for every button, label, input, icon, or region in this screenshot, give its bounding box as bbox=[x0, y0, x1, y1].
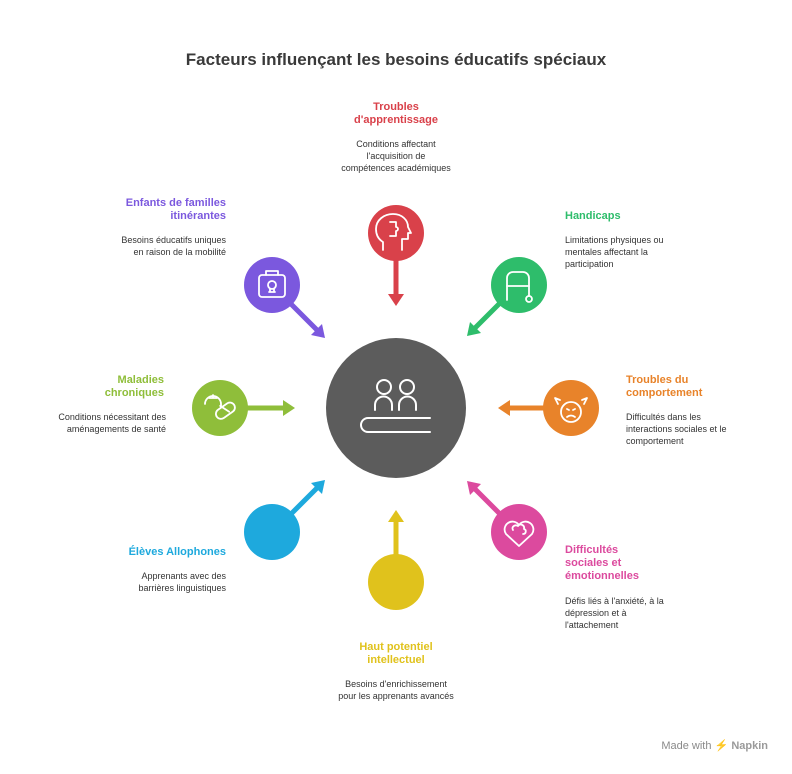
factor-desc-haut-potentiel: Besoins d'enrichissement pour les appren… bbox=[338, 679, 454, 701]
factor-troubles-apprentissage bbox=[368, 205, 424, 306]
factor-desc-eleves-allophones: Apprenants avec des barrières linguistiq… bbox=[138, 571, 226, 593]
factor-title-familles-itinerantes: Enfants de familles itinérantes bbox=[125, 197, 226, 222]
factor-desc-familles-itinerantes: Besoins éducatifs uniques en raison de l… bbox=[121, 235, 226, 257]
factor-title-maladies-chroniques: Maladies chroniques bbox=[104, 374, 164, 399]
factor-haut-potentiel bbox=[368, 510, 424, 610]
factor-eleves-allophones bbox=[244, 480, 325, 560]
people-reading-icon bbox=[360, 379, 431, 433]
factor-desc-maladies-chroniques: Conditions nécessitant des aménagements … bbox=[58, 412, 166, 434]
factor-maladies-chroniques bbox=[192, 380, 295, 436]
travel-bag-icon bbox=[258, 270, 286, 298]
factor-title-troubles-comportement: Troubles du comportement bbox=[626, 374, 703, 399]
upset-face-icon bbox=[554, 397, 588, 423]
factor-title-haut-potentiel: Haut potentiel intellectuel bbox=[359, 641, 433, 666]
puzzle-head-icon bbox=[375, 213, 412, 251]
factor-title-difficultes-sociales: Difficultés sociales et émotionnelles bbox=[565, 544, 639, 582]
factor-title-eleves-allophones: Élèves Allophones bbox=[128, 546, 226, 558]
factor-desc-handicaps: Limitations physiques ou mentales affect… bbox=[565, 235, 664, 269]
brand-watermark: Made with ⚡ Napkin bbox=[661, 739, 768, 752]
factor-desc-difficultes-sociales: Défis liés à l'anxiété, à la dépression … bbox=[565, 596, 664, 630]
diagram-title: Facteurs influençant les besoins éducati… bbox=[185, 50, 607, 69]
factor-title-troubles-apprentissage: Troubles d'apprentissage bbox=[354, 101, 438, 126]
factor-desc-troubles-apprentissage: Conditions affectant l'acquisition de co… bbox=[341, 139, 451, 173]
pill-alert-icon bbox=[204, 394, 236, 420]
factor-familles-itinerantes bbox=[244, 257, 325, 338]
walker-icon bbox=[506, 271, 533, 303]
brand-prefix: Made with bbox=[661, 740, 712, 752]
factor-handicaps bbox=[467, 257, 547, 336]
brand-name: Napkin bbox=[731, 740, 768, 752]
factor-desc-troubles-comportement: Difficultés dans les interactions social… bbox=[626, 412, 727, 446]
heart-brain-icon bbox=[503, 520, 535, 547]
napkin-logo-icon: ⚡ bbox=[714, 740, 729, 752]
center-circle bbox=[326, 338, 466, 478]
factor-title-handicaps: Handicaps bbox=[565, 210, 621, 222]
factor-difficultes-sociales bbox=[467, 481, 547, 560]
factor-troubles-comportement bbox=[498, 380, 599, 436]
